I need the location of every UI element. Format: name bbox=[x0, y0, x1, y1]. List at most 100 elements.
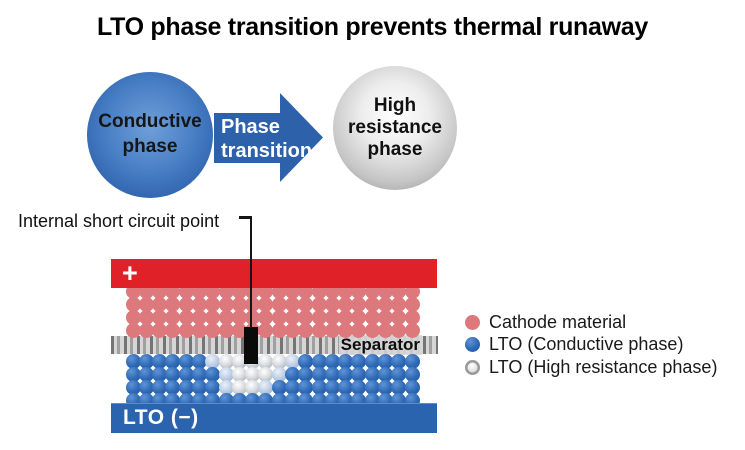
cathode-particle bbox=[165, 309, 181, 325]
anode-particle bbox=[271, 366, 287, 382]
negative-terminal-label: LTO (−) bbox=[123, 406, 199, 429]
legend-label: Cathode material bbox=[489, 311, 627, 332]
cathode-particle bbox=[191, 296, 207, 312]
anode-particle bbox=[311, 379, 327, 395]
page-title: LTO phase transition prevents thermal ru… bbox=[96, 13, 648, 41]
cathode-particle bbox=[138, 322, 154, 338]
cathode-particle bbox=[205, 322, 221, 338]
anode-particle bbox=[404, 379, 420, 395]
anode-particle bbox=[284, 379, 300, 395]
cathode-particle bbox=[245, 309, 261, 325]
conductive-phase-label: Conductive phase bbox=[98, 111, 202, 157]
cathode-particle bbox=[364, 296, 380, 312]
legend-label: LTO (High resistance phase) bbox=[489, 356, 718, 377]
cathode-particle bbox=[191, 322, 207, 338]
anode-particle bbox=[311, 366, 327, 382]
anode-particle bbox=[218, 366, 234, 382]
anode-particle bbox=[218, 379, 234, 395]
anode-particle bbox=[205, 379, 221, 395]
anode-particle bbox=[338, 379, 354, 395]
anode-particle bbox=[138, 379, 154, 395]
high-resistance-phase-label: High resistance phase bbox=[347, 95, 442, 160]
cathode-particle bbox=[125, 309, 141, 325]
cathode-particle-grid bbox=[125, 283, 421, 346]
cathode-particle bbox=[338, 296, 354, 312]
high-resistance-phase-circle: High resistance phase bbox=[333, 66, 457, 190]
anode-particle bbox=[298, 379, 314, 395]
anode-particle bbox=[324, 379, 340, 395]
anode-particle bbox=[351, 366, 367, 382]
anode-particle bbox=[125, 353, 141, 369]
phase-transition-label: Phase transition bbox=[221, 115, 313, 162]
cathode-particle bbox=[324, 322, 340, 338]
cathode-particle bbox=[165, 296, 181, 312]
cathode-particle bbox=[165, 322, 181, 338]
separator-bar: Separator bbox=[111, 335, 438, 355]
cathode-particle bbox=[284, 322, 300, 338]
cathode-particle bbox=[125, 296, 141, 312]
cathode-particle bbox=[125, 322, 141, 338]
anode-particle bbox=[351, 379, 367, 395]
cathode-particle bbox=[391, 296, 407, 312]
cathode-particle bbox=[391, 322, 407, 338]
anode-particle bbox=[138, 366, 154, 382]
anode-particle bbox=[404, 366, 420, 382]
cathode-particle bbox=[364, 322, 380, 338]
cathode-particle bbox=[178, 309, 194, 325]
lto-high-resistance-dot-icon bbox=[465, 359, 480, 375]
anode-particle bbox=[298, 366, 314, 382]
callout-connector-line bbox=[239, 216, 252, 219]
cathode-particle bbox=[218, 309, 234, 325]
anode-particle bbox=[364, 379, 380, 395]
cathode-particle bbox=[271, 322, 287, 338]
cathode-particle bbox=[298, 309, 314, 325]
anode-particle bbox=[391, 366, 407, 382]
legend: Cathode material LTO (Conductive phase) … bbox=[465, 311, 717, 379]
anode-particle bbox=[152, 366, 168, 382]
anode-particle bbox=[258, 366, 274, 382]
legend-label: LTO (Conductive phase) bbox=[489, 334, 684, 355]
internal-short-circuit-point bbox=[244, 327, 258, 364]
anode-particle bbox=[377, 366, 393, 382]
separator-label: Separator bbox=[338, 335, 422, 355]
cathode-particle bbox=[205, 309, 221, 325]
anode-particle bbox=[258, 379, 274, 395]
cathode-particle bbox=[364, 309, 380, 325]
anode-particle bbox=[298, 353, 314, 369]
anode-particle bbox=[191, 366, 207, 382]
cathode-particle bbox=[284, 296, 300, 312]
anode-particle bbox=[165, 366, 181, 382]
anode-particle bbox=[377, 379, 393, 395]
cathode-particle bbox=[351, 322, 367, 338]
anode-particle bbox=[191, 379, 207, 395]
anode-particle bbox=[245, 379, 261, 395]
anode-particle bbox=[377, 353, 393, 369]
cathode-particle bbox=[152, 322, 168, 338]
anode-particle bbox=[338, 366, 354, 382]
cathode-particle bbox=[138, 296, 154, 312]
anode-particle bbox=[364, 366, 380, 382]
anode-particle bbox=[152, 379, 168, 395]
cathode-particle bbox=[231, 296, 247, 312]
phase-transition-arrow-icon bbox=[214, 93, 323, 182]
cathode-particle bbox=[377, 296, 393, 312]
anode-particle bbox=[351, 353, 367, 369]
cathode-particle bbox=[138, 309, 154, 325]
anode-particle bbox=[391, 379, 407, 395]
cathode-particle bbox=[231, 309, 247, 325]
anode-particle bbox=[178, 366, 194, 382]
cathode-material-dot-icon bbox=[465, 314, 480, 330]
anode-particle bbox=[258, 353, 274, 369]
cathode-particle bbox=[311, 309, 327, 325]
legend-row-cathode: Cathode material bbox=[465, 311, 717, 334]
anode-particle bbox=[191, 353, 207, 369]
cathode-particle bbox=[258, 296, 274, 312]
short-circuit-callout-label: Internal short circuit point bbox=[18, 211, 220, 231]
anode-particle bbox=[231, 366, 247, 382]
anode-particle bbox=[284, 353, 300, 369]
cathode-particle bbox=[338, 309, 354, 325]
anode-particle bbox=[324, 366, 340, 382]
anode-particle bbox=[205, 366, 221, 382]
anode-particle bbox=[271, 353, 287, 369]
anode-particle bbox=[125, 379, 141, 395]
